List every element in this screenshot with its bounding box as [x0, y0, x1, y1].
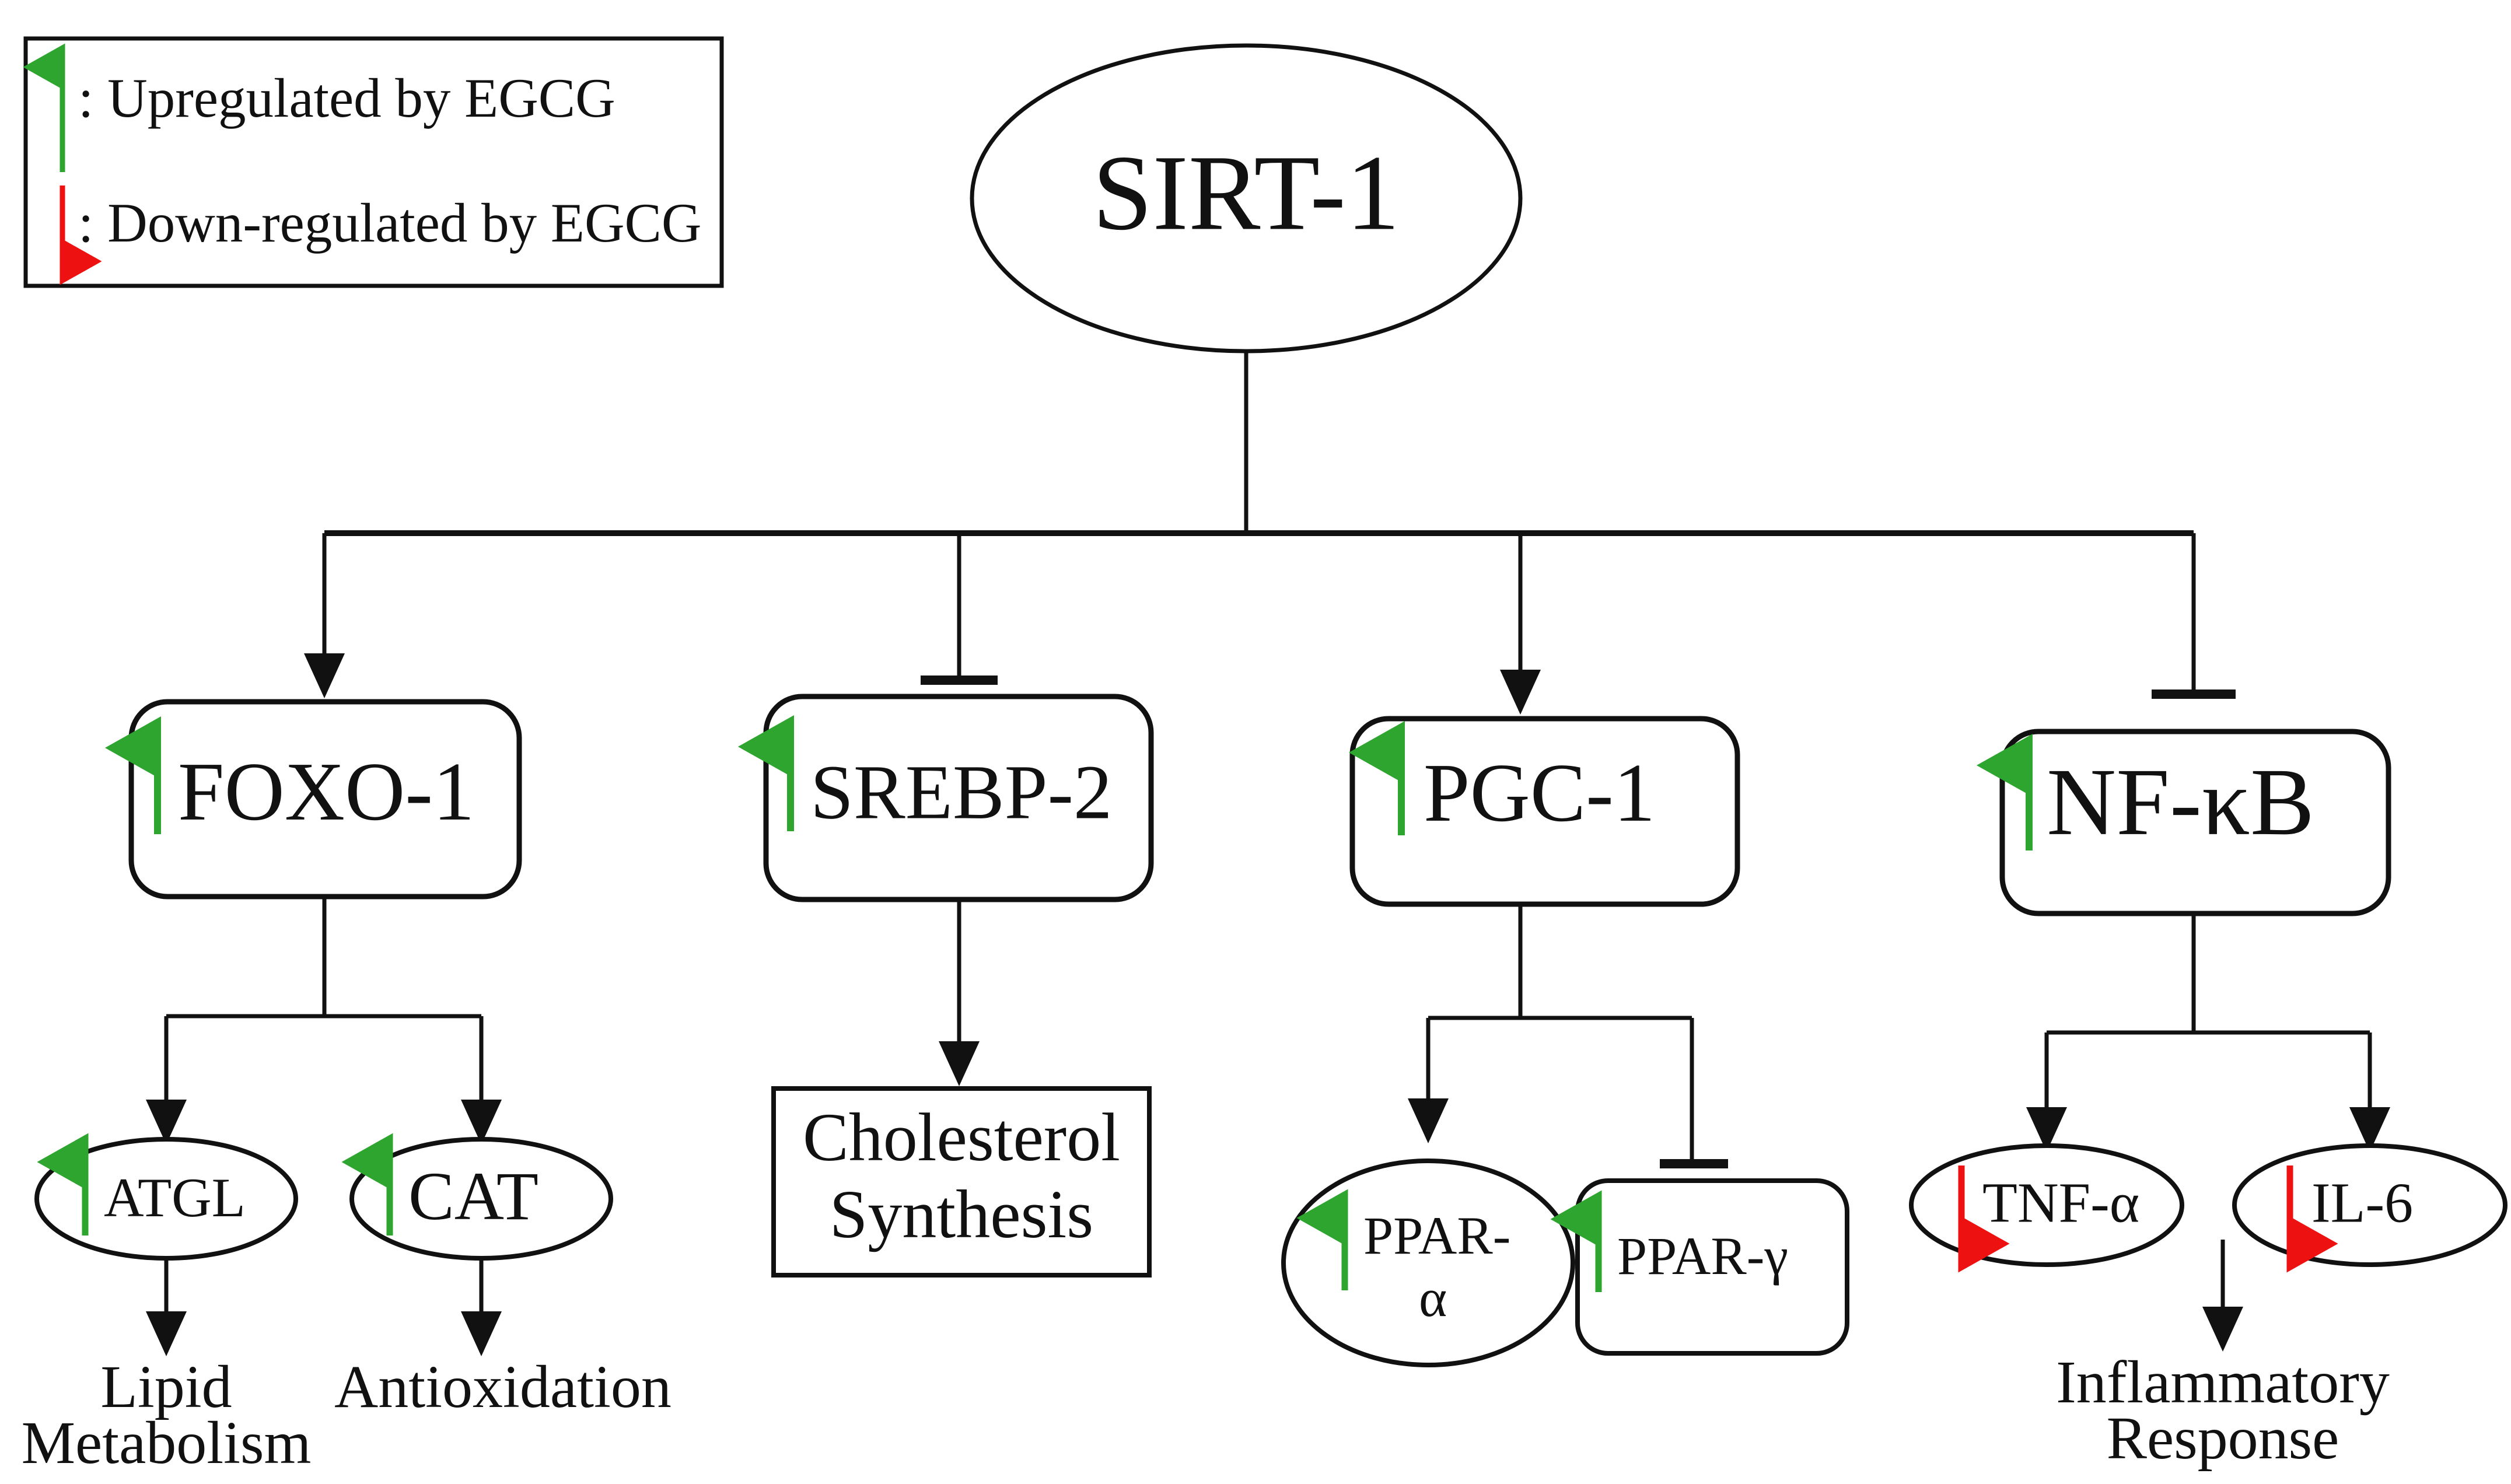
- node-pgc1[interactable]: PGC-1: [1349, 716, 1740, 907]
- node-cat[interactable]: CAT: [341, 1133, 613, 1261]
- cholesterol-label-line1: Cholesterol: [803, 1099, 1120, 1175]
- tnfa-label: TNF-α: [1982, 1171, 2139, 1234]
- pparg-label: PPAR-γ: [1617, 1226, 1788, 1286]
- cholesterol-label-line2: Synthesis: [830, 1176, 1093, 1252]
- sirt1-label: SIRT-1: [1093, 133, 1400, 253]
- foxo1-label: FOXO-1: [178, 746, 474, 838]
- atgl-label: ATGL: [104, 1167, 246, 1228]
- node-antioxidation: Antioxidation: [334, 1353, 672, 1420]
- legend-box: [23, 36, 724, 288]
- inflam-label-line2: Response: [2107, 1405, 2339, 1472]
- ppara-ellipse[interactable]: [1281, 1158, 1575, 1367]
- node-lipid-metabolism: Lipid Metabolism: [22, 1353, 312, 1476]
- cat-label: CAT: [408, 1158, 538, 1234]
- pgc1-label: PGC-1: [1424, 747, 1655, 839]
- antiox-label: Antioxidation: [334, 1353, 672, 1420]
- pgc1-box[interactable]: [1349, 716, 1740, 907]
- lipid-label-line2: Metabolism: [22, 1409, 312, 1476]
- node-srebp2[interactable]: SREBP-2: [738, 694, 1154, 902]
- nfkb-label: NF-κB: [2047, 748, 2314, 855]
- inflam-label-line1: Inflammatory: [2056, 1349, 2390, 1416]
- foxo1-box[interactable]: [128, 699, 522, 900]
- ppara-label-line2: α: [1419, 1268, 1447, 1328]
- legend: : Upregulated by EGCG : Down-regulated b…: [23, 36, 724, 288]
- cat-ellipse[interactable]: [349, 1137, 613, 1261]
- node-nfkb[interactable]: NF-κB: [1977, 729, 2391, 916]
- node-atgl[interactable]: ATGL: [34, 1133, 298, 1261]
- node-inflammatory-response: Inflammatory Response: [2056, 1349, 2390, 1472]
- legend-up-label: : Upregulated by EGCG: [78, 67, 615, 129]
- il6-label: IL-6: [2311, 1171, 2413, 1234]
- node-tnf-alpha[interactable]: TNF-α: [1909, 1143, 2184, 1273]
- pparg-box[interactable]: [1575, 1178, 1849, 1356]
- lipid-label-line1: Lipid: [100, 1353, 232, 1420]
- cholesterol-box[interactable]: [771, 1086, 1152, 1278]
- node-ppar-gamma[interactable]: PPAR-γ: [1550, 1178, 1849, 1356]
- node-il6[interactable]: IL-6: [2232, 1143, 2507, 1273]
- node-ppar-alpha[interactable]: PPAR- α: [1281, 1158, 1575, 1367]
- legend-down-label: : Down-regulated by EGCG: [78, 192, 702, 254]
- node-sirt1[interactable]: SIRT-1: [970, 43, 1523, 354]
- srebp2-label: SREBP-2: [810, 749, 1112, 835]
- ppara-label-line1: PPAR-: [1363, 1206, 1510, 1265]
- sirt1-ellipse[interactable]: [970, 43, 1523, 354]
- node-foxo1[interactable]: FOXO-1: [105, 699, 522, 900]
- srebp2-box[interactable]: [763, 694, 1154, 902]
- node-cholesterol-synthesis[interactable]: Cholesterol Synthesis: [771, 1086, 1152, 1278]
- nfkb-box[interactable]: [1999, 729, 2391, 916]
- edge-layer: [146, 350, 2390, 1356]
- atgl-ellipse[interactable]: [34, 1137, 298, 1261]
